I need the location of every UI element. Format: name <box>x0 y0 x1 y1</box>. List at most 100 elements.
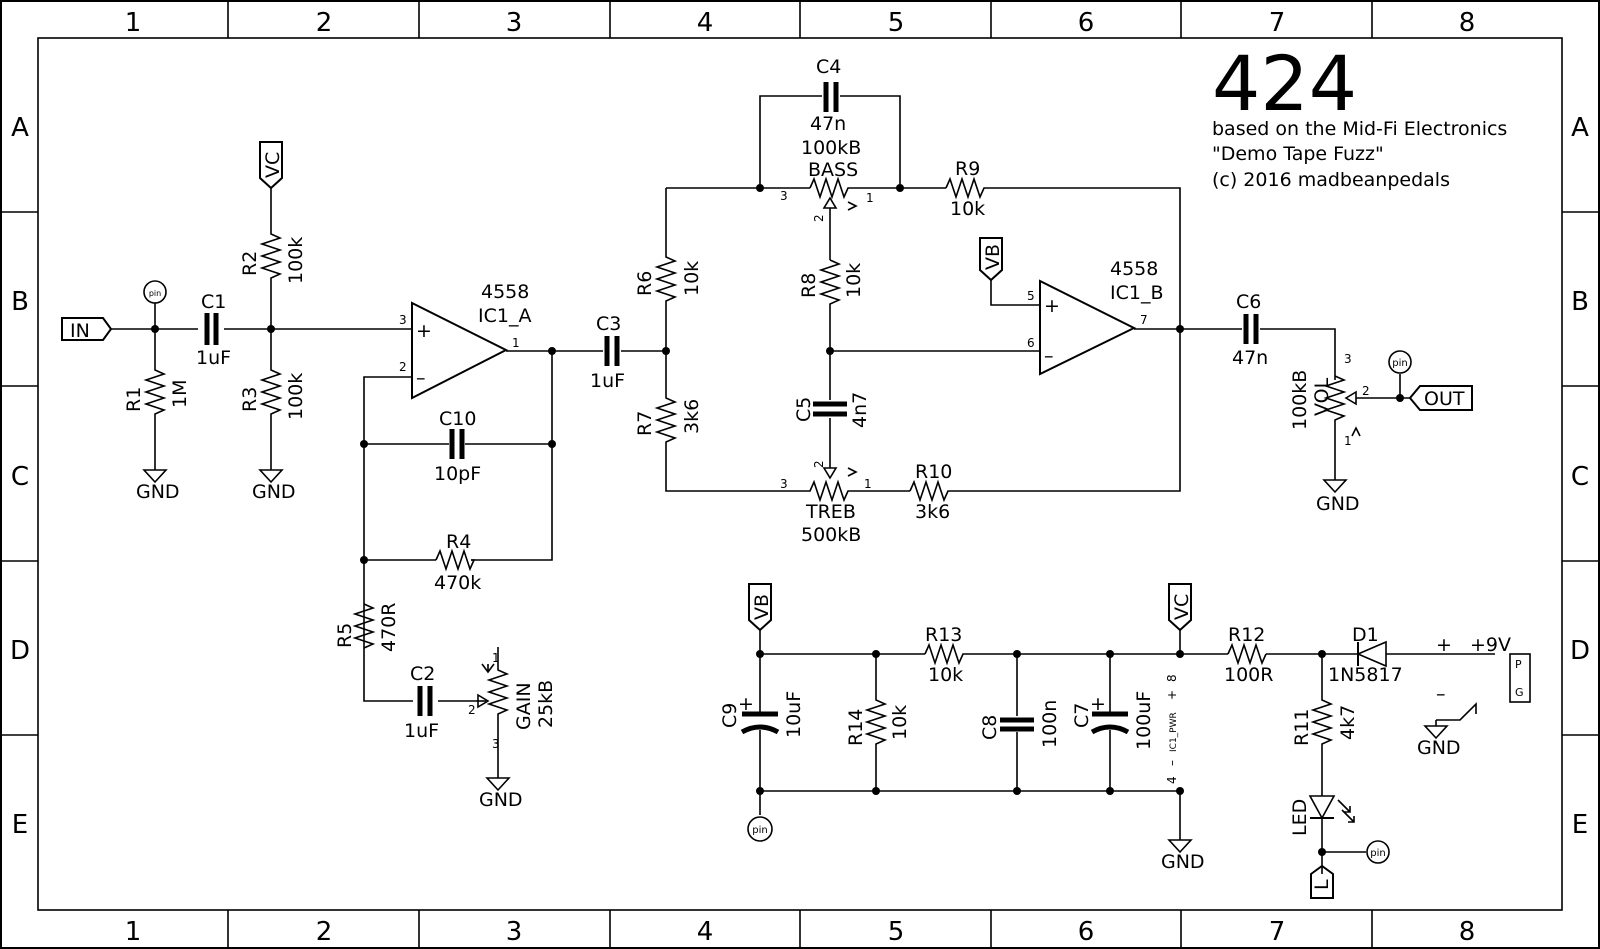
r10-value: 3k6 <box>915 501 950 523</box>
col-5-top: 5 <box>888 8 905 38</box>
r4-name: R4 <box>446 531 471 553</box>
col-7-bottom: 7 <box>1269 917 1286 947</box>
out-connector <box>1408 385 1473 411</box>
row-d-left: D <box>10 636 30 666</box>
ic1a-plus: + <box>416 320 432 342</box>
ic1a-opamp <box>411 301 509 400</box>
col-4-top: 4 <box>697 8 714 38</box>
col-3-top: 3 <box>506 8 523 38</box>
treb-pin1: 1 <box>864 477 872 491</box>
gain-name: GAIN <box>513 682 535 730</box>
in-connector <box>61 317 113 341</box>
r7-value: 3k6 <box>681 399 703 434</box>
vc-flag-bottom <box>1168 583 1192 632</box>
c9-name: C9 <box>719 703 741 728</box>
supply-plus: + <box>1436 634 1452 656</box>
c1-name: C1 <box>201 291 226 313</box>
treb-pin2: 2 <box>812 460 826 468</box>
r10-name: R10 <box>915 461 952 483</box>
r7-name: R7 <box>634 411 656 436</box>
col-4-bottom: 4 <box>697 917 714 947</box>
ic1b-pin6: 6 <box>1027 336 1035 350</box>
jack-p: P <box>1515 658 1522 671</box>
ic1a-name: IC1_A <box>478 305 531 327</box>
col-6-top: 6 <box>1078 8 1095 38</box>
r6-name: R6 <box>634 271 656 296</box>
vb-flag-top-label: VB <box>982 244 1004 270</box>
vb-flag-bottom-label: VB <box>751 594 773 620</box>
c10-name: C10 <box>439 408 476 430</box>
row-e-left: E <box>12 810 28 840</box>
pin-c9-label: pin <box>752 825 767 836</box>
c3-value: 1uF <box>590 370 625 392</box>
c7-plus: + <box>1090 693 1106 715</box>
col-7-top: 7 <box>1269 8 1286 38</box>
col-3-bottom: 3 <box>506 917 523 947</box>
r2-name: R2 <box>239 251 261 276</box>
r3-value: 100k <box>285 373 307 420</box>
c5-value: 4n7 <box>849 392 871 428</box>
r2-value: 100k <box>285 237 307 284</box>
c2-name: C2 <box>410 663 435 685</box>
row-c-left: C <box>11 462 29 492</box>
pin-output-circle <box>1388 350 1412 374</box>
ic1b-plus: + <box>1044 295 1060 317</box>
vol-pin1: 1 <box>1344 434 1352 448</box>
c3-name: C3 <box>596 313 621 335</box>
c6-value: 47n <box>1232 347 1268 369</box>
c8-value: 100n <box>1039 700 1061 748</box>
supply-minus: – <box>1436 683 1446 705</box>
c7-value: 100uF <box>1133 691 1155 750</box>
col-6-bottom: 6 <box>1078 917 1095 947</box>
col-2-top: 2 <box>316 8 333 38</box>
ic1pwr-pin4: 4 <box>1165 776 1179 784</box>
c4-value: 47n <box>810 113 846 135</box>
r1-name: R1 <box>123 387 145 412</box>
vol-name: VOL <box>1311 377 1333 416</box>
r11-name: R11 <box>1291 709 1313 746</box>
ic1b-opamp <box>1039 279 1137 376</box>
col-1-bottom: 1 <box>125 917 142 947</box>
d1-value: 1N5817 <box>1328 664 1403 686</box>
r12-value: 100R <box>1224 664 1273 686</box>
gain-value: 25kB <box>535 680 557 728</box>
title-block: 424 based on the Mid-Fi Electronics "Dem… <box>1212 39 1507 191</box>
c7-name: C7 <box>1071 703 1093 728</box>
r6-value: 10k <box>681 261 703 296</box>
c10-value: 10pF <box>434 463 481 485</box>
supply-label: +9V <box>1470 634 1511 656</box>
pin-output-label: pin <box>1392 358 1407 369</box>
treb-pin3: 3 <box>780 477 788 491</box>
r13-name: R13 <box>925 624 962 646</box>
ic1pwr-pin8: 8 <box>1165 674 1179 682</box>
jack-g: G <box>1515 686 1524 699</box>
ic1b-pin5: 5 <box>1027 289 1035 303</box>
ic1a-part: 4558 <box>481 281 529 303</box>
bass-pin2: 2 <box>812 214 826 222</box>
vc-flag-top <box>259 141 283 190</box>
row-b-right: B <box>1571 287 1589 317</box>
pin-input-label: pin <box>149 289 161 298</box>
col-8-bottom: 8 <box>1459 917 1476 947</box>
vc-flag-top-label: VC <box>262 152 284 178</box>
treb-name: TREB <box>805 501 856 523</box>
power-section: VB + C9 10uF pin R14 10k R13 10k <box>719 583 1531 899</box>
r5-name: R5 <box>334 623 356 648</box>
row-d-right: D <box>1570 636 1590 666</box>
c6-name: C6 <box>1236 291 1261 313</box>
vol-pin3: 3 <box>1344 352 1352 366</box>
ic1a-stage: + – 3 2 1 4558 IC1_A C10 10pF R4 470k R5… <box>334 281 666 811</box>
pin-led-circle <box>1366 840 1390 864</box>
r8-value: 10k <box>843 263 865 298</box>
led-flag <box>1310 864 1334 899</box>
gain-pin3: 3 <box>492 737 500 751</box>
title-line-1: based on the Mid-Fi Electronics <box>1212 118 1507 140</box>
row-e-right: E <box>1572 810 1588 840</box>
r3-gnd-label: GND <box>252 481 296 503</box>
c5-name: C5 <box>793 397 815 422</box>
input-stage: IN pin C1 1uF R1 1M GND VC R2 100k R3 10… <box>61 141 412 503</box>
tone-stack: R6 10k R7 3k6 3 1 BASS 100kB 2 C4 47n R8… <box>634 56 1181 546</box>
col-2-bottom: 2 <box>316 917 333 947</box>
